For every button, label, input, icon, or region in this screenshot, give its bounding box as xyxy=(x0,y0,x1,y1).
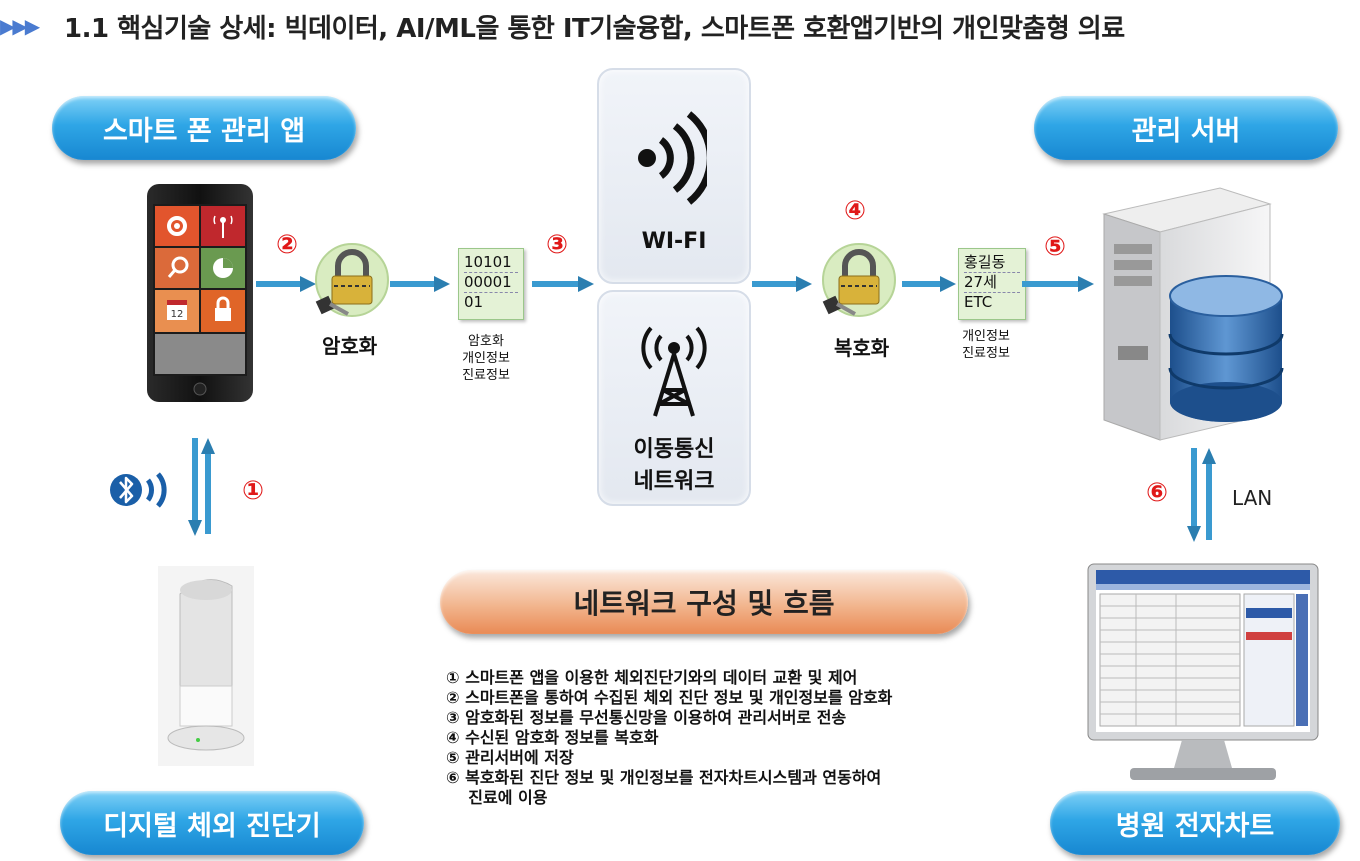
flow-legend: ① 스마트폰 앱을 이용한 체외진단기와의 데이터 교환 및 제어 ② 스마트폰… xyxy=(446,668,892,808)
page-title: 1.1 핵심기술 상세: 빅데이터, AI/ML을 통한 IT기술융합, 스마트… xyxy=(64,14,1125,44)
legend-item: ④ 수신된 암호화 정보를 복호화 xyxy=(446,728,659,747)
smartphone-app-pill: 스마트 폰 관리 앱 xyxy=(52,96,356,160)
antenna-icon xyxy=(213,215,233,238)
arrow-to-network xyxy=(532,276,594,292)
digital-device-pill: 디지털 체외 진단기 xyxy=(60,791,364,855)
pie-chart-icon xyxy=(213,258,233,278)
arrow-to-server xyxy=(1022,276,1094,292)
encrypted-doc-line: 10101 xyxy=(464,253,518,273)
encrypted-document: 10101 00001 01 xyxy=(458,248,524,320)
server-image xyxy=(1102,187,1284,441)
search-icon xyxy=(167,256,189,278)
caption-line: 개인정보 xyxy=(962,329,1010,344)
legend-item: 진료에 이용 xyxy=(446,788,548,807)
monitor-icon xyxy=(1087,563,1319,780)
wifi-panel: WI-FI xyxy=(597,68,751,284)
arrow-to-decrypt xyxy=(752,276,812,292)
step-1-number: ① xyxy=(242,476,265,506)
server-pill: 관리 서버 xyxy=(1034,96,1338,160)
padlock-key-icon xyxy=(822,243,896,317)
step-2-number: ② xyxy=(276,230,299,260)
calendar-icon: 12 xyxy=(167,300,187,320)
cell-tower-icon xyxy=(641,326,707,417)
arrow-to-encrypt xyxy=(256,276,316,292)
caption-line: 암호화 xyxy=(468,334,504,349)
lan-label: LAN xyxy=(1232,486,1273,510)
decrypted-document: 홍길동 27세 ETC xyxy=(958,248,1026,320)
encrypted-doc-line: 00001 xyxy=(464,273,518,293)
caption-line: 개인정보 xyxy=(462,351,510,366)
smartphone-image: 12 xyxy=(147,184,253,402)
caption-line: 진료정보 xyxy=(962,346,1010,361)
step-5-number: ⑤ xyxy=(1044,232,1067,262)
step-4-number: ④ xyxy=(844,196,867,226)
caption-line: 진료정보 xyxy=(462,368,510,383)
decrypted-doc-line: ETC xyxy=(964,293,993,311)
step-6-number: ⑥ xyxy=(1146,478,1169,508)
padlock-key-icon xyxy=(315,243,389,317)
step-3-number: ③ xyxy=(546,230,569,260)
bluetooth-icon xyxy=(110,472,167,508)
svg-text:12: 12 xyxy=(171,309,184,320)
title-bullet-arrows: ▶▶▶ xyxy=(0,14,40,38)
wifi-label: WI-FI xyxy=(641,229,707,254)
flow-title-pill: 네트워크 구성 및 흐름 xyxy=(440,570,968,634)
database-icon xyxy=(1168,275,1284,422)
bidirectional-arrow-6 xyxy=(1187,448,1216,542)
encrypt-label: 암호화 xyxy=(322,334,378,358)
legend-item: ② 스마트폰을 통하여 수집된 체외 진단 정보 및 개인정보를 암호화 xyxy=(446,688,893,707)
digital-device-image xyxy=(158,566,254,766)
legend-item: ⑤ 관리서버에 저장 xyxy=(446,748,574,767)
decrypted-doc-line: 27세 xyxy=(964,273,1020,293)
mobile-network-panel: 이동통신 네트워크 xyxy=(597,290,751,506)
mobile-network-label-line2: 네트워크 xyxy=(633,469,715,494)
settings-icon xyxy=(167,216,187,236)
bidirectional-arrow-1 xyxy=(188,438,215,536)
encrypted-doc-line: 01 xyxy=(464,293,484,311)
mobile-network-label-line1: 이동통신 xyxy=(633,437,715,462)
legend-item: ① 스마트폰 앱을 이용한 체외진단기와의 데이터 교환 및 제어 xyxy=(446,668,858,687)
legend-item: ③ 암호화된 정보를 무선통신망을 이용하여 관리서버로 전송 xyxy=(446,708,847,727)
decrypt-label: 복호화 xyxy=(834,336,890,360)
arrow-to-decrypted-doc xyxy=(902,276,956,292)
lock-icon xyxy=(215,296,231,321)
emr-pill: 병원 전자차트 xyxy=(1050,791,1340,855)
decrypted-doc-caption: 개인정보 진료정보 xyxy=(946,328,1026,362)
decrypted-doc-line: 홍길동 xyxy=(964,253,1020,273)
wifi-icon xyxy=(638,111,707,205)
arrow-to-encrypted-doc xyxy=(390,276,450,292)
legend-item: ⑥ 복호화된 진단 정보 및 개인정보를 전자차트시스템과 연동하여 xyxy=(446,768,882,787)
encrypted-doc-caption: 암호화 개인정보 진료정보 xyxy=(446,333,526,384)
